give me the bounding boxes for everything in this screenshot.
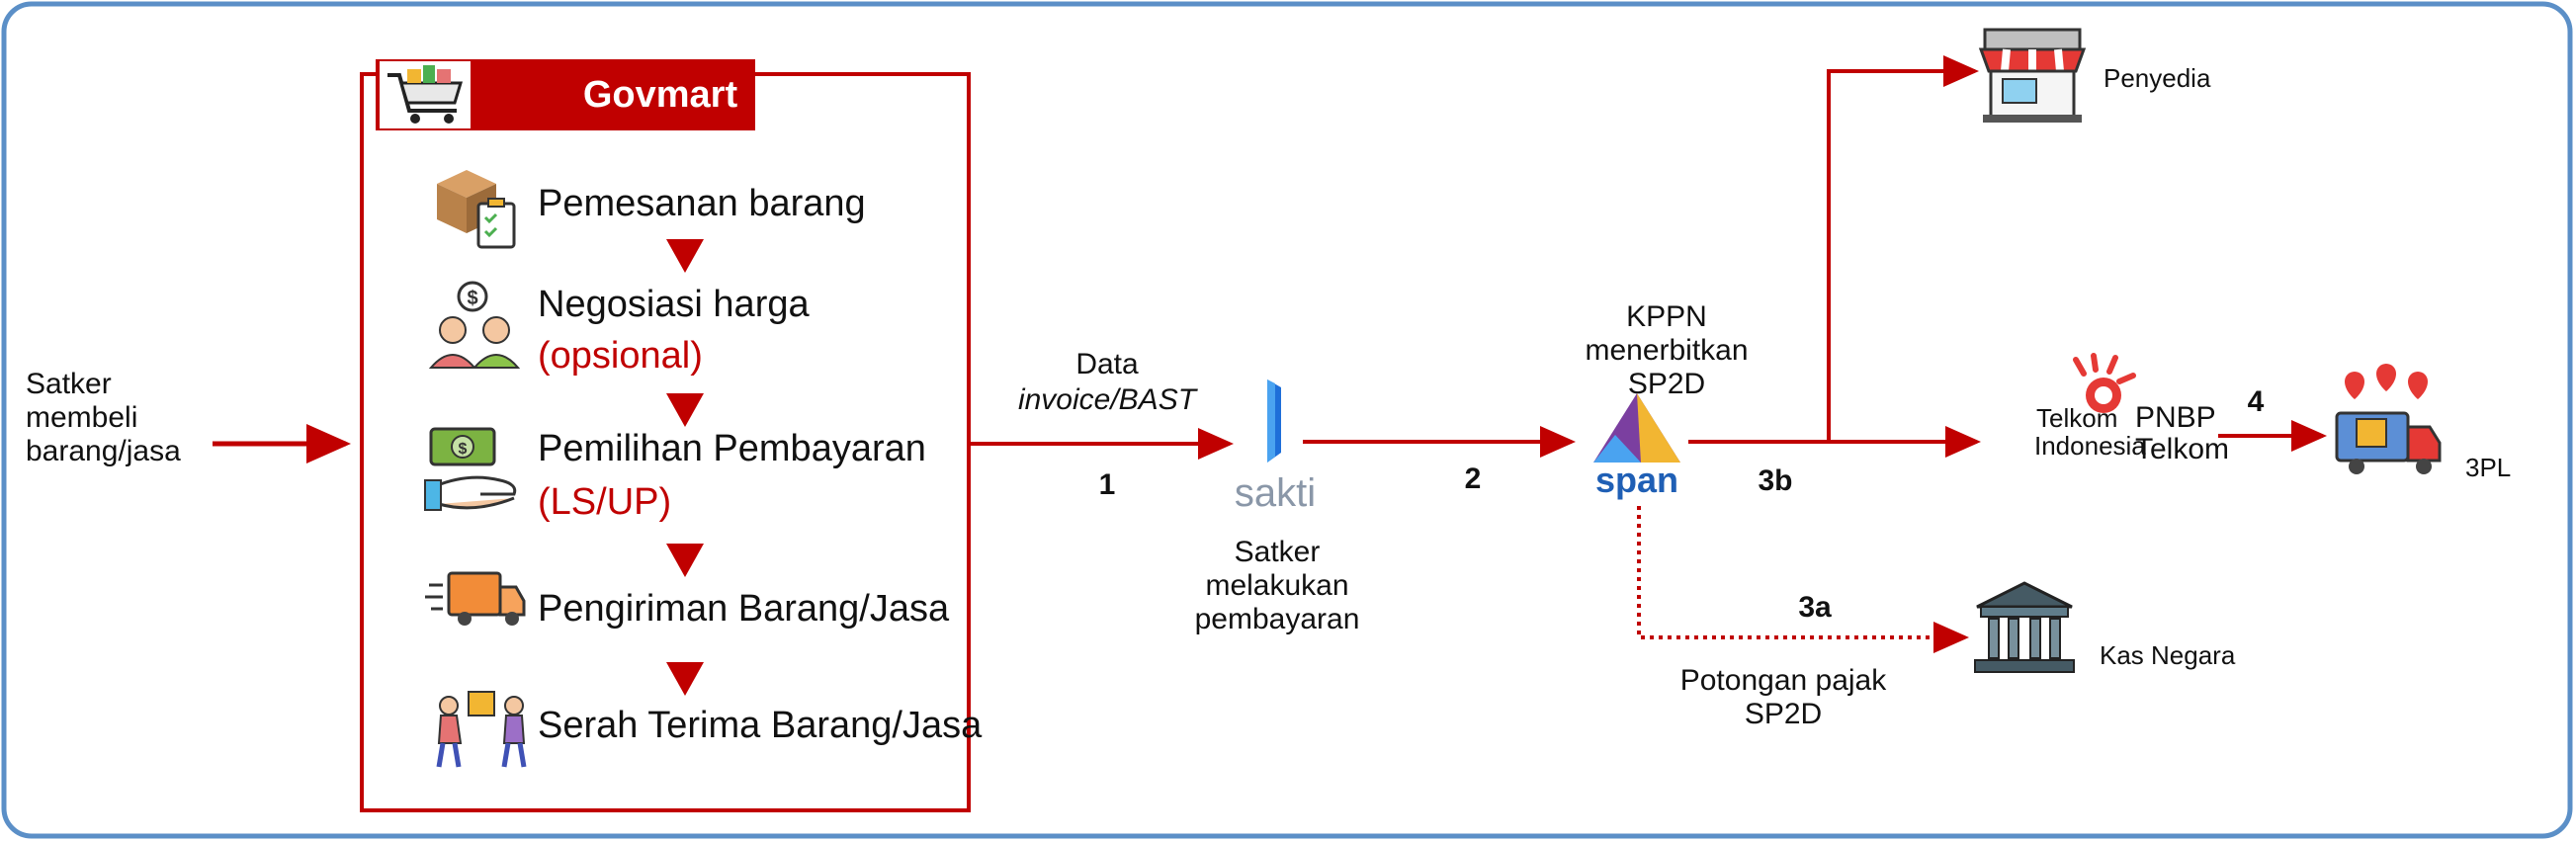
telkom-symbol-icon — [2073, 353, 2136, 413]
edge1-label-italic: invoice/BAST — [1018, 383, 1199, 416]
edge1-number: 1 — [1099, 468, 1116, 501]
svg-text:sakti: sakti — [1235, 471, 1316, 515]
svg-text:menerbitkan: menerbitkan — [1585, 334, 1748, 367]
down-triangle-1 — [666, 239, 704, 273]
span-caption: KPPN menerbitkan SP2D — [1585, 300, 1748, 400]
handover-people-icon — [436, 691, 527, 768]
step-label: Serah Terima Barang/Jasa — [538, 705, 983, 746]
svg-text:membeli: membeli — [26, 401, 137, 434]
step-sublabel: (LS/UP) — [538, 481, 671, 523]
svg-text:melakukan: melakukan — [1205, 569, 1348, 602]
arrow-span-to-kas-negara — [1637, 506, 1969, 653]
svg-text:Satker: Satker — [1235, 536, 1321, 568]
step-pembayaran: $ Pemilihan Pembayaran (LS/UP) — [424, 427, 926, 523]
step-pengiriman: Pengiriman Barang/Jasa — [425, 571, 950, 630]
step-label: Negosiasi harga — [538, 284, 810, 325]
down-triangle-2 — [666, 393, 704, 427]
svg-text:Telkom: Telkom — [2036, 403, 2117, 433]
span-logo: span — [1593, 393, 1680, 500]
edge4-number: 4 — [2248, 385, 2265, 418]
svg-text:barang/jasa: barang/jasa — [26, 435, 181, 467]
svg-text:SP2D: SP2D — [1628, 368, 1705, 400]
svg-text:Indonesia: Indonesia — [2034, 431, 2146, 461]
start-label: Satker membeli barang/jasa — [26, 368, 181, 467]
edge2-number: 2 — [1465, 463, 1482, 495]
step-serah-terima: Serah Terima Barang/Jasa — [436, 691, 983, 768]
down-triangle-4 — [666, 662, 704, 696]
bank-icon — [1974, 581, 2075, 673]
svg-text:Telkom: Telkom — [2135, 433, 2229, 465]
sakti-caption: Satker melakukan pembayaran — [1195, 536, 1360, 635]
govmart-title: Govmart — [583, 74, 738, 116]
edge3a-caption: Potongan pajak SP2D — [1680, 664, 1888, 730]
3pl-label: 3PL — [2465, 453, 2511, 482]
penyedia-label: Penyedia — [2104, 63, 2211, 93]
negotiation-people-icon: $ — [428, 281, 521, 369]
down-triangle-3 — [666, 544, 704, 577]
step-pemesanan: Pemesanan barang — [437, 170, 866, 249]
svg-text:pembayaran: pembayaran — [1195, 603, 1360, 635]
step-label: Pengiriman Barang/Jasa — [538, 588, 950, 630]
step-negosiasi: $ Negosiasi harga (opsional) — [428, 281, 810, 377]
step-label: Pemesanan barang — [538, 183, 866, 224]
shopping-cart-icon — [380, 61, 471, 128]
svg-text:PNBP: PNBP — [2135, 401, 2216, 434]
box-checklist-icon — [437, 170, 516, 249]
edge3b-number: 3b — [1758, 464, 1792, 497]
step-sublabel: (opsional) — [538, 335, 703, 377]
telkom-logo: Telkom Indonesia — [2034, 353, 2146, 461]
svg-text:span: span — [1595, 460, 1678, 500]
sakti-logo: sakti — [1235, 379, 1316, 515]
edge1-label-top: Data — [1075, 348, 1139, 380]
telkom-caption: PNBP Telkom — [2135, 401, 2229, 465]
kas-negara-label: Kas Negara — [2100, 640, 2236, 670]
delivery-truck-location-icon — [2335, 364, 2442, 474]
svg-text:$: $ — [467, 288, 477, 309]
money-hand-icon: $ — [424, 427, 517, 511]
edge3a-number: 3a — [1798, 591, 1832, 624]
svg-text:Potongan pajak: Potongan pajak — [1680, 664, 1888, 697]
svg-text:Satker: Satker — [26, 368, 112, 400]
svg-text:$: $ — [459, 441, 468, 458]
store-icon — [1978, 28, 2087, 123]
delivery-truck-icon — [425, 571, 526, 626]
svg-text:SP2D: SP2D — [1745, 698, 1822, 730]
arrow-span-to-penyedia — [1827, 55, 1979, 442]
svg-text:KPPN: KPPN — [1626, 300, 1707, 333]
step-label: Pemilihan Pembayaran — [538, 428, 926, 469]
